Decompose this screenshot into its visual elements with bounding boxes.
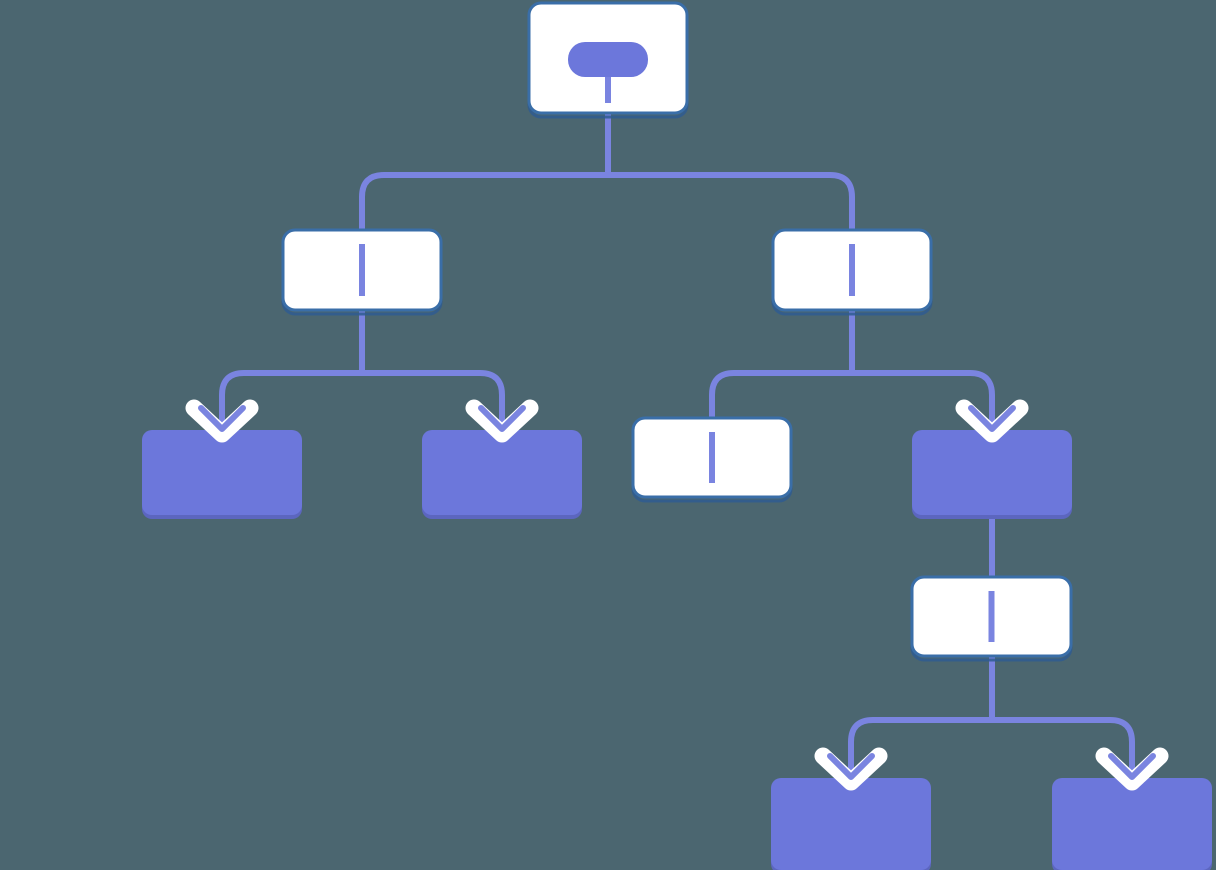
connector-e-l2b-l3c <box>709 370 852 420</box>
node-body[interactable] <box>142 430 302 515</box>
connector-e-root-l2b <box>608 172 855 311</box>
node-body[interactable] <box>912 430 1072 515</box>
arrowhead-halo <box>814 747 888 791</box>
node-n-l5b[interactable] <box>1052 778 1212 870</box>
connector-e-l2a-l3a <box>219 370 362 432</box>
arrowhead-tip <box>968 405 1016 432</box>
arrowhead-halo <box>465 399 539 443</box>
root-pill-badge[interactable] <box>568 42 648 103</box>
connector-e-l4-l5a <box>848 717 992 780</box>
node-body[interactable] <box>1052 778 1212 870</box>
node-n-l3a[interactable] <box>142 430 302 519</box>
arrowhead-marker-a-l3d <box>955 399 1029 443</box>
connector-e-l4-l5b <box>992 717 1135 780</box>
arrowhead-marker-a-l5a <box>814 747 888 791</box>
arrowhead-marker-a-l3b <box>465 399 539 443</box>
node-n-l5a[interactable] <box>771 778 931 870</box>
arrowhead-halo <box>185 399 259 443</box>
arrowhead-tip <box>1108 753 1156 780</box>
arrowhead-halo <box>1095 747 1169 791</box>
root-pill-shape[interactable] <box>568 42 648 77</box>
node-body[interactable] <box>422 430 582 515</box>
node-n-l3d[interactable] <box>912 430 1072 519</box>
arrowhead-tip <box>478 405 526 432</box>
connector-e-root-l2a <box>359 172 608 311</box>
arrowhead-marker-a-l5b <box>1095 747 1169 791</box>
arrowhead-halo <box>955 399 1029 443</box>
connector-e-l2b-l3d <box>852 370 995 432</box>
node-n-l3b[interactable] <box>422 430 582 519</box>
arrowhead-tip <box>198 405 246 432</box>
connector-e-l2a-l3b <box>362 370 505 432</box>
arrowhead-marker-a-l3a <box>185 399 259 443</box>
node-body[interactable] <box>771 778 931 870</box>
arrowhead-tip <box>827 753 875 780</box>
